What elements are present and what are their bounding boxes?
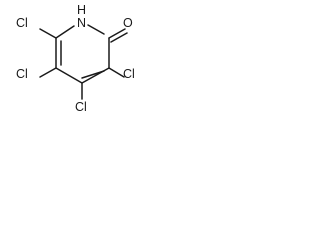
- bond-n1-c2: [87, 24, 105, 35]
- bond-c3-c4-inner: [81, 70, 105, 79]
- bond-c2-o1: [108, 28, 126, 39]
- bond-c2-o1-second: [110, 32, 128, 43]
- atom-label-chlorine-c5: Cl: [16, 67, 28, 81]
- atom-label-hydrogen: H: [77, 3, 86, 17]
- bond-c6-cl: [39, 28, 57, 39]
- bond-c5-cl: [39, 67, 57, 78]
- atom-label-chlorine-c4: Cl: [75, 100, 87, 114]
- bond-c6-n1: [55, 25, 75, 39]
- bond-c4-c5: [55, 67, 83, 84]
- bond-c3-cl: [108, 67, 125, 78]
- atom-label-chlorine-c6: Cl: [16, 16, 28, 30]
- atom-label-chlorine-c3: Cl: [123, 67, 135, 81]
- atom-label-nitrogen: N: [77, 16, 86, 30]
- structure-diagram: N H O Cl Cl Cl Cl: [16, 3, 135, 114]
- atom-label-oxygen: O: [123, 16, 133, 30]
- bond-c3-c4: [81, 67, 110, 84]
